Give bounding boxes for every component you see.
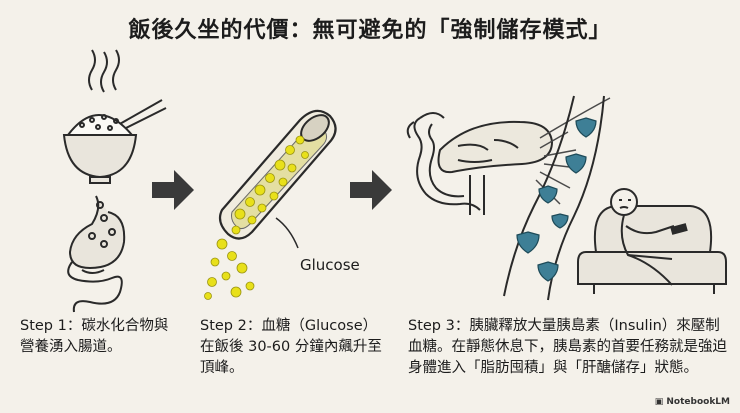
arrow-right-icon <box>152 170 194 210</box>
page-title: 飯後久坐的代價：無可避免的「強制儲存模式」 <box>128 18 612 43</box>
person-resting-icon <box>610 188 688 286</box>
pancreas-icon <box>413 112 554 215</box>
sofa-icon <box>577 205 727 294</box>
rice-bowl-icon <box>62 49 167 184</box>
arrow-right-icon <box>350 170 392 210</box>
step-1-caption: Step 1：碳水化合物與營養湧入腸道。 <box>20 318 169 355</box>
glucose-particles <box>204 135 309 300</box>
stomach-icon <box>67 195 126 313</box>
step-3-caption: Step 3：胰臟釋放大量胰島素（Insulin）來壓制血糖。在靜態休息下，胰島… <box>408 318 727 376</box>
watermark-label: ▣ NotebookLM <box>654 397 730 407</box>
notebook-icon: ▣ <box>654 397 667 407</box>
step-2-caption: Step 2：血糖（Glucose）在飯後 30-60 分鐘內飆升至頂峰。 <box>200 318 382 376</box>
glucose-label: Glucose <box>300 256 360 274</box>
label-pointer <box>275 217 299 249</box>
insulin-shield-icons <box>516 117 597 282</box>
